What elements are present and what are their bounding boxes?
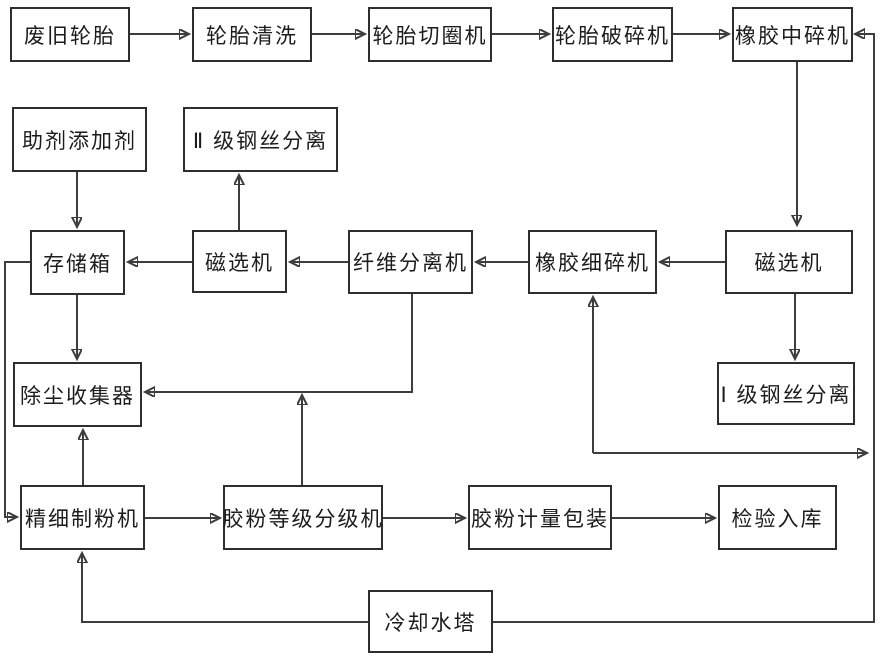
node-fiber-separator: 纤维分离机 [348,230,473,294]
node-rubber-fine-crusher: 橡胶细碎机 [528,230,657,294]
node-magnetic-separator-left: 磁选机 [192,230,287,293]
node-storage-box: 存储箱 [30,230,125,295]
node-fine-powder-mill: 精细制粉机 [20,485,145,550]
node-powder-metering-packaging: 胶粉计量包装 [468,485,612,550]
node-magnetic-separator-right: 磁选机 [725,230,853,294]
node-tire-washer: 轮胎清洗 [192,7,312,62]
node-tire-crusher: 轮胎破碎机 [552,7,673,62]
edge-fiber-separator-to-dust-collector [146,294,413,392]
node-inspection-warehousing: 检验入库 [718,485,837,550]
edge-cooling-tower-to-rubber-mid-crusher [493,34,875,623]
node-additive-agent: 助剂添加剂 [12,107,147,172]
edge-cooling-tower-to-fine-powder-mill [82,554,368,623]
node-cooling-tower: 冷却水塔 [368,590,493,653]
edge-storage-box-to-fine-powder-mill [4,261,30,517]
node-tire-ring-cutter: 轮胎切圈机 [368,7,492,62]
node-powder-grade-classifier: 胶粉等级分级机 [223,485,383,550]
node-dust-collector: 除尘收集器 [13,362,142,427]
node-grade1-wire-separation: Ⅰ 级钢丝分离 [717,362,855,425]
node-waste-tires: 废旧轮胎 [10,7,130,62]
node-rubber-mid-crusher: 橡胶中碎机 [732,7,853,62]
node-grade2-wire-separation: Ⅱ 级钢丝分离 [183,107,338,172]
